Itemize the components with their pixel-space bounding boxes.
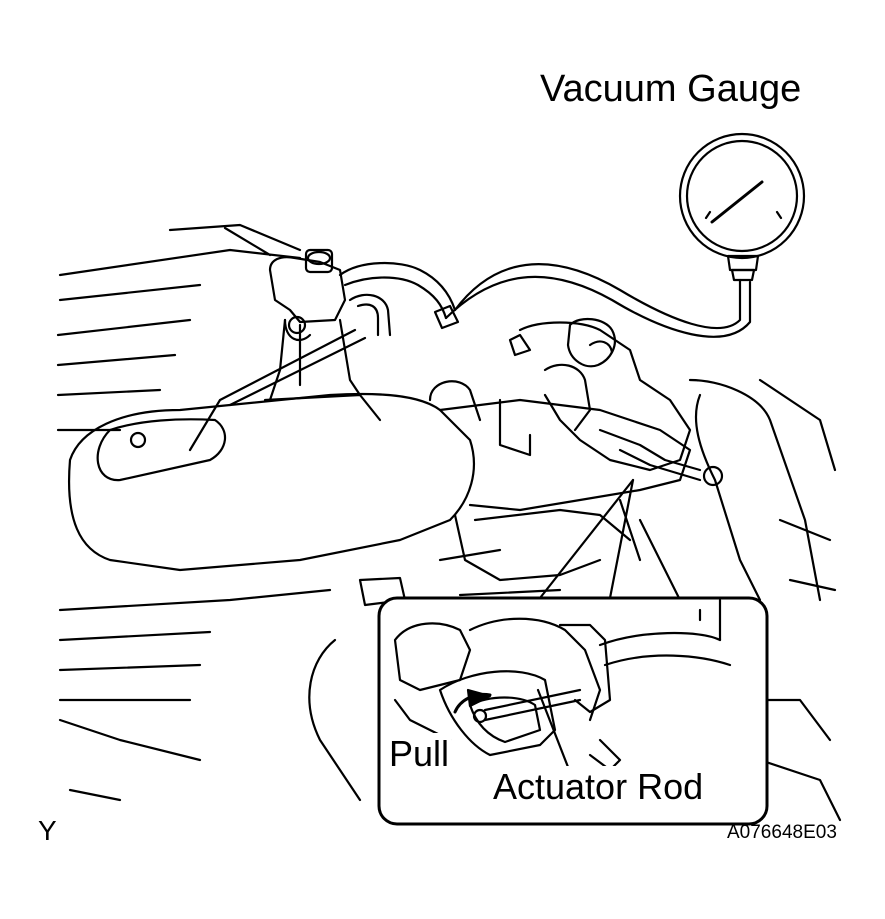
view-letter: Y: [38, 815, 57, 846]
vacuum-gauge-icon: [678, 132, 806, 282]
actuator-rod-label: Actuator Rod: [491, 766, 706, 808]
callout-pointer: [538, 478, 635, 600]
pull-label: Pull: [387, 733, 452, 775]
vacuum-gauge-label: Vacuum Gauge: [540, 68, 802, 110]
vacuum-hose: [188, 262, 752, 452]
figure-code: A076648E03: [727, 822, 837, 843]
throttle-body: [508, 317, 724, 487]
vsv-valve: [263, 248, 382, 422]
intake-manifold: [68, 380, 692, 607]
